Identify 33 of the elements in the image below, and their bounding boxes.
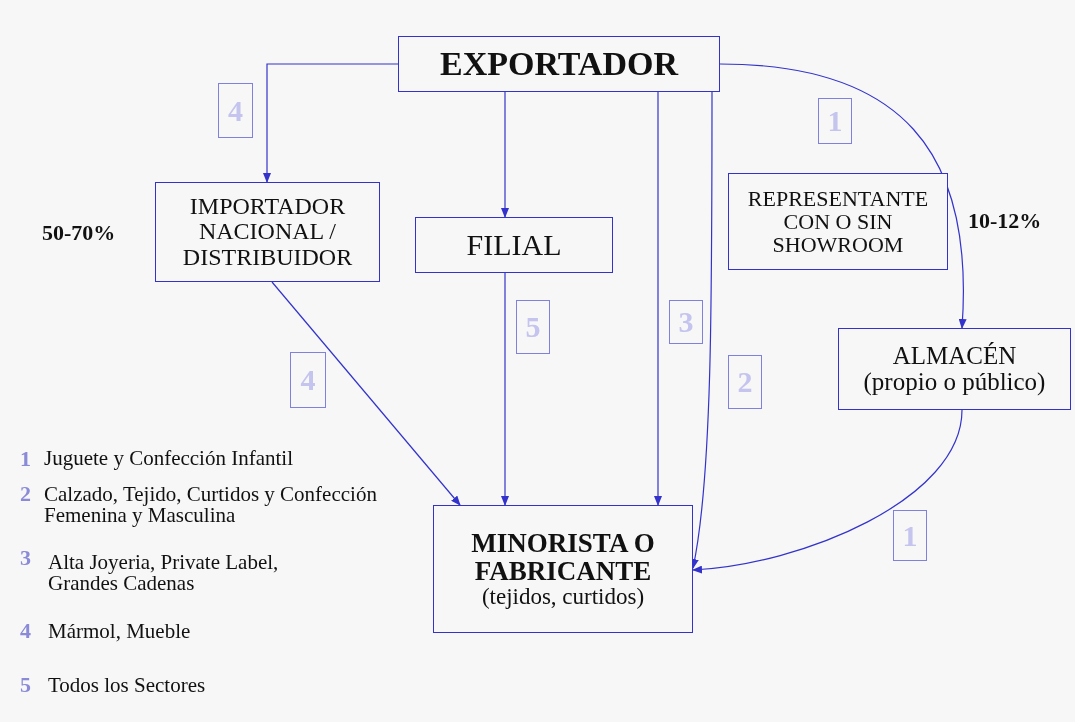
process-box <box>155 182 380 282</box>
arrow <box>654 91 662 506</box>
arrow <box>271 281 461 506</box>
box-label: MINORISTA O FABRICANTE <box>470 528 656 586</box>
process-box <box>415 217 613 273</box>
percentage-label: 50-70% <box>42 220 116 246</box>
legend-number: 3 <box>20 545 31 571</box>
legend-text: Mármol, Mueble <box>48 621 192 642</box>
process-box <box>398 36 720 92</box>
legend-number: 2 <box>20 481 31 507</box>
box-sublabel: (tejidos, curtidos) <box>480 585 646 610</box>
legend-number: 5 <box>20 672 31 698</box>
arrow <box>692 409 963 574</box>
legend-text: Alta Joyeria, Private Label, Grandes Cadenas <box>48 552 280 594</box>
box-sublabel: (propio o público) <box>862 369 1047 396</box>
legend-text: Calzado, Tejido, Curtidos y Confección Femenina y Masculina <box>44 484 378 526</box>
arrow <box>501 91 509 218</box>
legend-number: 4 <box>20 618 31 644</box>
process-box <box>728 173 948 270</box>
legend-text: Juguete y Confección Infantil <box>44 448 294 469</box>
arrow <box>263 63 399 183</box>
box-label: EXPORTADOR <box>438 46 680 82</box>
box-label: FILIAL <box>465 229 563 261</box>
process-box <box>838 328 1071 410</box>
legend-text: Todos los Sectores <box>48 675 207 696</box>
arrow <box>501 272 509 506</box>
box-label: REPRESENTANTE CON O SIN SHOWROOM <box>746 186 930 257</box>
percentage-label: 10-12% <box>968 208 1042 234</box>
box-label: IMPORTADOR NACIONAL / DISTRIBUIDOR <box>181 194 354 270</box>
arrow <box>719 63 967 329</box>
legend-number: 1 <box>20 446 31 472</box>
process-box <box>433 505 693 633</box>
box-label: ALMACÉN <box>891 342 1018 369</box>
